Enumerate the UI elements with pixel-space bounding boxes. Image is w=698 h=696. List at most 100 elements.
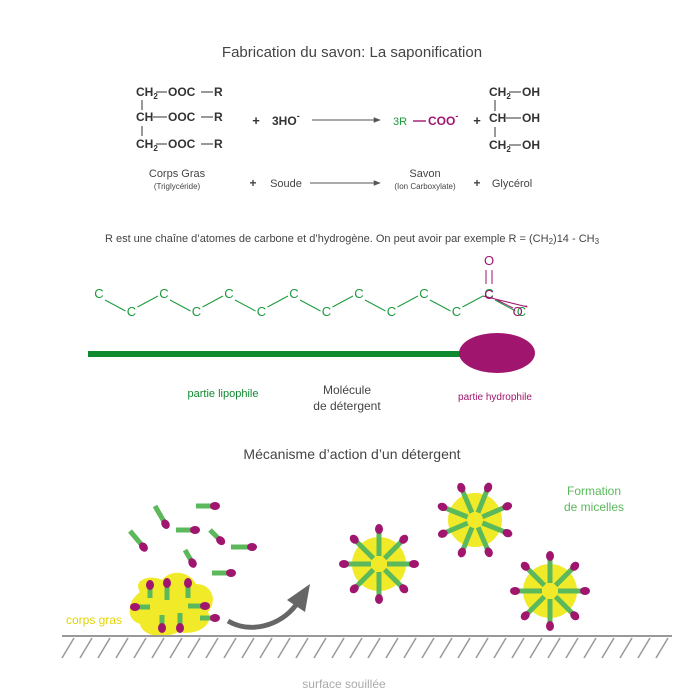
hydroxide-formula: 3HO-	[272, 111, 300, 128]
carbon-atom-14: C	[517, 304, 526, 319]
free-molecule-3	[176, 526, 200, 534]
attached-molecule-8-head	[176, 623, 184, 633]
free-molecule-1	[196, 502, 220, 510]
hatch-line	[133, 637, 147, 659]
micelle-3-molecule-6-head	[520, 561, 530, 571]
micelle-1-molecule-2-head	[399, 584, 409, 594]
label-triglyceride: (Triglycéride)	[154, 182, 201, 191]
micelle-3-molecule-6-tail	[525, 566, 547, 588]
free-molecule-7-head	[247, 543, 257, 551]
svg-text:CH2: CH2	[489, 85, 511, 101]
label-corps-gras: Corps Gras	[149, 168, 206, 180]
micelle-2-molecule-6	[457, 482, 475, 514]
free-molecule-6	[182, 548, 197, 568]
micelle-1-molecule-8-head	[399, 534, 409, 544]
attached-molecule-3-head	[184, 578, 192, 588]
micelle-2-molecule-2	[475, 526, 493, 558]
micelle-1	[339, 524, 419, 604]
micelle-1-molecule-8	[382, 534, 409, 561]
free-molecule-2	[152, 504, 170, 529]
svg-text:OOC: OOC	[168, 85, 196, 99]
free-molecule-2-head	[161, 519, 170, 529]
oxygen-single: O-	[513, 300, 528, 319]
carbon-atom-12: C	[452, 304, 461, 319]
free-molecule-5	[128, 529, 148, 552]
plus-sign-2: +	[473, 113, 481, 128]
free-molecule-4	[208, 528, 226, 546]
hydrophile-head	[459, 333, 535, 373]
attached-molecule-6-head	[210, 614, 220, 622]
hatch-line	[619, 637, 633, 659]
hatch-line	[493, 637, 507, 659]
free-molecule-6-head	[188, 558, 197, 568]
hatch-line	[223, 637, 237, 659]
micelle-3-molecule-8-head	[570, 561, 580, 571]
micelle-3-molecule-1-head	[580, 587, 590, 595]
free-molecule-4-tail	[208, 528, 221, 541]
micelle-1-molecule-1-head	[409, 560, 419, 568]
micelle-3-molecule-2	[553, 594, 580, 621]
glycerol-formula: CH2 OH CH OH CH2 OH	[489, 85, 540, 154]
micelle-2-molecule-1	[481, 520, 513, 538]
label-de-micelles: de micelles	[564, 500, 624, 514]
micelle-1-molecule-4	[349, 567, 376, 594]
carbon-bond-14	[482, 295, 528, 308]
carbon-atom-9: C	[354, 286, 363, 301]
attached-molecule-1	[146, 580, 154, 598]
micelle-3-molecule-5-head	[510, 587, 520, 595]
svg-text:OOC: OOC	[168, 137, 196, 151]
micelle-2-molecule-3-head	[457, 547, 467, 558]
carbon-bond-1	[104, 299, 126, 312]
micelle-2-molecule-4	[437, 520, 469, 538]
micelle-core-2	[448, 493, 502, 547]
micelle-2-molecule-7-tail	[475, 489, 490, 514]
hatch-line	[79, 637, 93, 659]
micelle-1-molecule-7-head	[375, 524, 383, 534]
surface-hatching	[61, 637, 669, 659]
hatch-line	[655, 637, 669, 659]
micelle-2-molecule-3	[457, 526, 475, 558]
micelle-2-molecule-5-tail	[444, 505, 469, 520]
hatch-line	[475, 637, 489, 659]
micelle-3-molecule-3-head	[546, 621, 554, 631]
micelle-1-molecule-7	[375, 524, 383, 556]
svg-text:OOC: OOC	[168, 110, 196, 124]
hatch-line	[187, 637, 201, 659]
carbon-atom-3: C	[159, 286, 168, 301]
carbon-atom-8: C	[322, 304, 331, 319]
plus-sign-names-1: +	[249, 176, 256, 190]
svg-text:R: R	[214, 137, 223, 151]
svg-text:OH: OH	[522, 85, 540, 99]
svg-text:R: R	[214, 85, 223, 99]
micelle-2-molecule-7	[475, 482, 493, 514]
glycerol-bonds	[494, 91, 521, 146]
carbon-bond-10	[397, 295, 419, 308]
micelle-3-molecule-3	[546, 599, 554, 631]
carbon-atom-10: C	[387, 304, 396, 319]
micelle-2-molecule-8	[481, 502, 513, 520]
attached-molecule-1-head	[146, 580, 154, 590]
carbon-atom-5: C	[224, 286, 233, 301]
label-partie-hydrophile: partie hydrophile	[458, 392, 532, 403]
hatch-line	[259, 637, 273, 659]
hatch-line	[637, 637, 651, 659]
free-molecule-3-head	[190, 526, 200, 534]
svg-text:OH: OH	[522, 111, 540, 125]
free-molecule-5-tail	[128, 529, 144, 547]
micelle-1-molecule-2	[382, 567, 409, 594]
micelle-2-molecule-5-head	[437, 502, 448, 512]
carboxylate-coef: 3R	[393, 116, 407, 128]
hatch-line	[241, 637, 255, 659]
micelle-2-molecule-4-head	[437, 529, 448, 538]
micelle-2-molecule-5	[437, 502, 469, 520]
hatch-line	[385, 637, 399, 659]
micelle-1-molecule-8-tail	[382, 539, 404, 561]
carbon-bond-5	[234, 299, 256, 312]
hatch-line	[331, 637, 345, 659]
label-savon: Savon	[409, 168, 440, 180]
triglyceride-bonds	[141, 91, 213, 145]
hatch-line	[511, 637, 525, 659]
carbon-atom-7: C	[289, 286, 298, 301]
plus-sign-names-2: +	[473, 176, 480, 190]
micelle-3-molecule-1	[558, 587, 590, 595]
